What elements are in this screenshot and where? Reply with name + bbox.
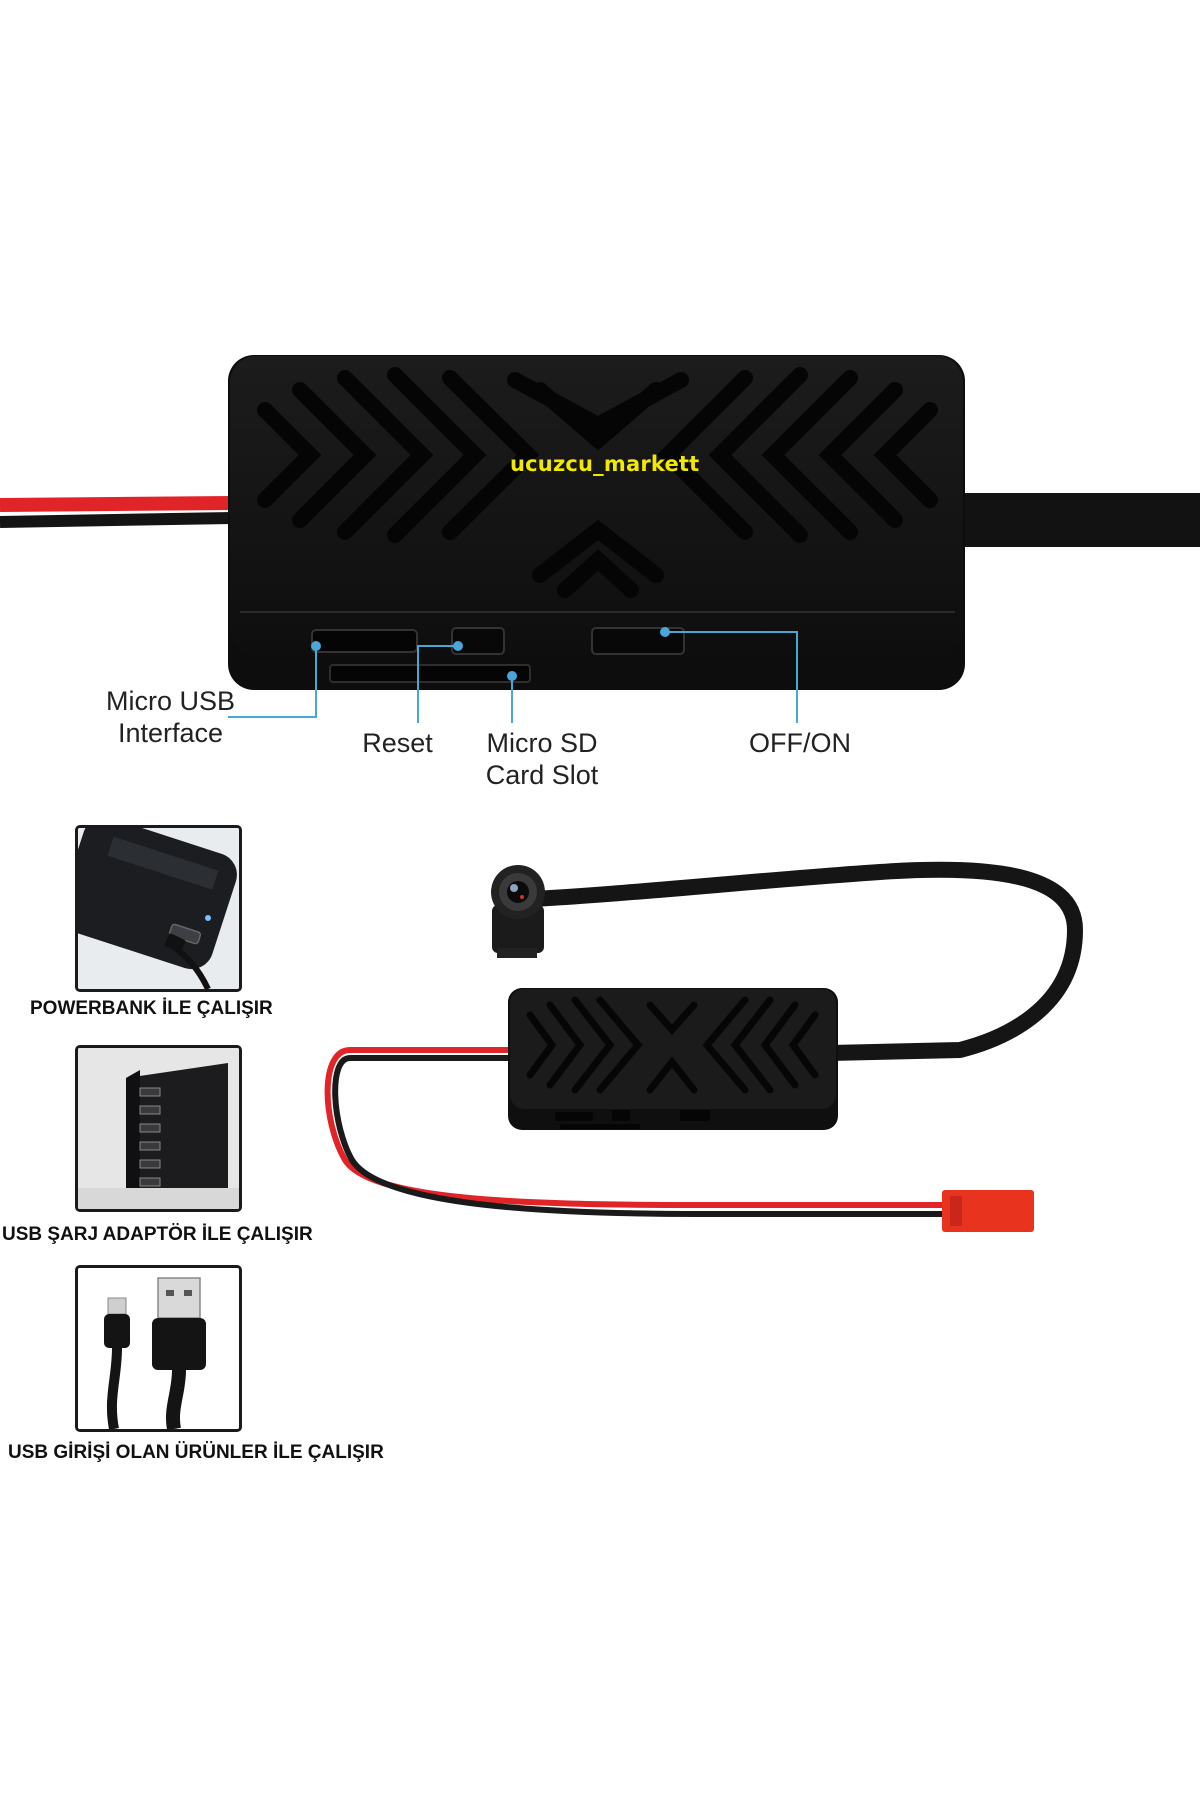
caption-usb-charger: USB ŞARJ ADAPTÖR İLE ÇALIŞIR xyxy=(2,1224,313,1245)
powerbank-icon xyxy=(78,828,239,989)
callout-lines xyxy=(228,631,798,723)
callout-micro-sd: Micro SD Card Slot xyxy=(462,727,622,791)
device-body xyxy=(228,355,965,690)
watermark-text: ucuzcu_markett xyxy=(510,452,700,476)
powerbank-thumb xyxy=(75,825,242,992)
micro-usb-port xyxy=(311,629,418,653)
usb-cable-thumb xyxy=(75,1265,242,1432)
caption-usb-input: USB GİRİŞİ OLAN ÜRÜNLER İLE ÇALIŞIR xyxy=(8,1442,384,1463)
usb-cable-icon xyxy=(78,1268,239,1429)
jst-connector xyxy=(942,1190,1034,1232)
callout-micro-sd-line2: Card Slot xyxy=(485,760,599,790)
usb-charger-icon xyxy=(78,1048,239,1209)
usb-charger-thumb xyxy=(75,1045,242,1212)
vent-pattern xyxy=(257,367,938,598)
red-wire xyxy=(0,496,233,512)
ribbon-cable xyxy=(955,493,1200,547)
small-ribbon-cable xyxy=(514,861,1083,1061)
callout-reset-line1: Reset xyxy=(362,728,433,758)
sd-card-slot xyxy=(329,664,531,683)
caption-powerbank: POWERBANK İLE ÇALIŞIR xyxy=(30,998,273,1019)
callout-micro-usb-line2: Interface xyxy=(117,718,224,748)
small-black-wire xyxy=(332,1055,950,1217)
camera-lens-module xyxy=(491,865,545,958)
callout-micro-usb: Micro USB Interface xyxy=(88,685,253,749)
black-wire xyxy=(0,512,233,528)
callout-reset: Reset xyxy=(345,727,450,759)
small-red-wire xyxy=(324,1047,950,1208)
reset-button xyxy=(451,627,505,655)
callout-micro-usb-line1: Micro USB xyxy=(105,686,235,716)
callout-off-on: OFF/ON xyxy=(720,727,880,759)
small-device-body xyxy=(508,988,838,1130)
callout-micro-sd-line1: Micro SD xyxy=(486,728,598,758)
callout-off-on-line1: OFF/ON xyxy=(749,728,851,758)
